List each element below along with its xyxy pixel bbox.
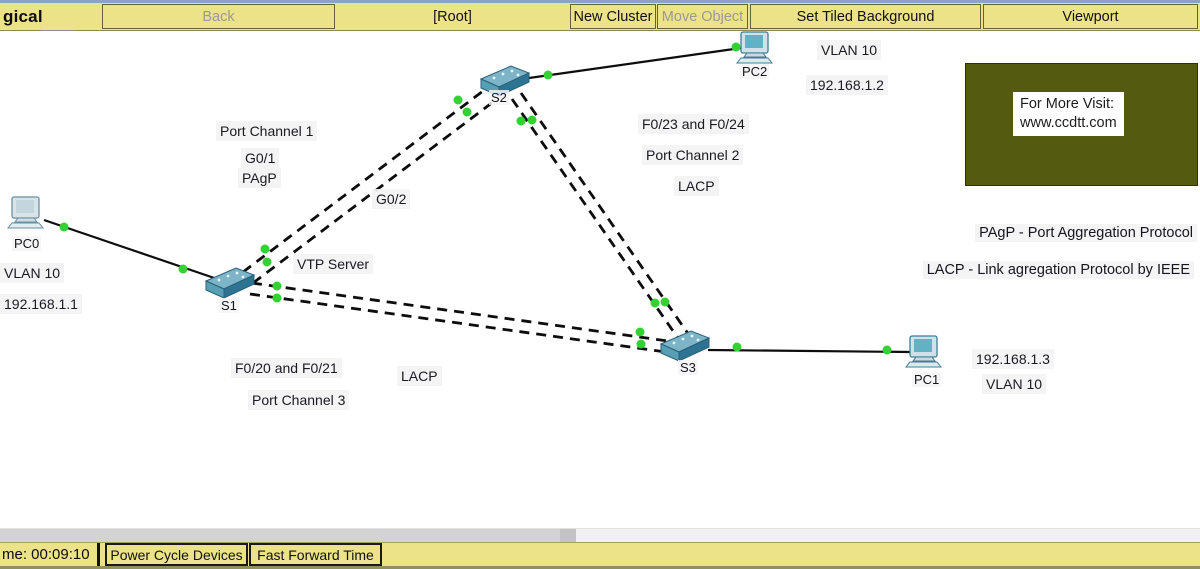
link-s2-pc2[interactable] (521, 42, 742, 81)
note-ip-pc1: 192.168.1.3 (972, 349, 1054, 369)
switch-s3-icon[interactable] (659, 330, 711, 362)
legend-pagp: PAgP - Port Aggregation Protocol (975, 224, 1197, 242)
note-vtp-server: VTP Server (293, 254, 374, 274)
note-f0-20-21: F0/20 and F0/21 (231, 358, 342, 378)
info-box-line1: For More Visit: (1020, 96, 1115, 112)
back-button[interactable]: Back (102, 4, 335, 29)
link-s1-s2-etherchannel[interactable] (242, 86, 498, 285)
statusbar-divider (97, 543, 100, 567)
pc0-label: PC0 (12, 236, 42, 251)
s3-label: S3 (678, 360, 698, 375)
s1-label: S1 (219, 298, 239, 313)
fast-forward-time-button[interactable]: Fast Forward Time (249, 543, 382, 566)
status-bar: me: 00:09:10 Power Cycle Devices Fast Fo… (0, 542, 1200, 567)
s2-label: S2 (489, 90, 509, 105)
logical-tab-label[interactable]: gical (3, 7, 43, 26)
note-lacp-lower: LACP (397, 366, 442, 386)
note-vlan10-pc2: VLAN 10 (817, 40, 882, 60)
note-f0-23-24: F0/23 and F0/24 (638, 114, 749, 134)
note-g0-2: G0/2 (372, 189, 411, 209)
note-vlan10-pc0: VLAN 10 (0, 263, 65, 283)
note-port-channel-2: Port Channel 2 (642, 145, 744, 165)
note-ip-pc2: 192.168.1.2 (806, 75, 888, 95)
note-port-channel-1: Port Channel 1 (216, 121, 318, 141)
switch-s1-icon[interactable] (204, 267, 256, 299)
horizontal-scrollbar[interactable] (0, 528, 1200, 543)
viewport-button[interactable]: Viewport (983, 4, 1198, 29)
scrollbar-thumb-cap (560, 529, 576, 543)
set-tiled-background-button[interactable]: Set Tiled Background (750, 4, 981, 29)
root-breadcrumb: [Root] (433, 8, 472, 25)
new-cluster-button[interactable]: New Cluster (570, 4, 656, 29)
note-lacp-upper: LACP (674, 176, 719, 196)
top-toolbar: gical Back [Root] New Cluster Move Objec… (0, 3, 1200, 31)
note-ip-pc0: 192.168.1.1 (0, 294, 82, 314)
link-s2-s3-etherchannel[interactable] (510, 92, 691, 342)
note-pagp: PAgP (238, 168, 281, 188)
scrollbar-thumb[interactable] (0, 529, 560, 543)
info-box-line2: www.ccdtt.com (1020, 115, 1117, 131)
info-box-label: For More Visit: www.ccdtt.com (1013, 92, 1124, 136)
pc0-icon[interactable] (6, 196, 45, 229)
link-s1-s3-etherchannel[interactable] (249, 281, 669, 354)
pc1-icon[interactable] (904, 335, 943, 368)
window-top-strip (0, 0, 1200, 3)
note-g0-1: G0/1 (241, 148, 280, 168)
pc2-icon[interactable] (735, 31, 774, 64)
simulation-time: me: 00:09:10 (2, 546, 90, 563)
power-cycle-devices-button[interactable]: Power Cycle Devices (105, 543, 248, 566)
window-bottom-edge (0, 566, 1200, 569)
link-pc0-s1[interactable] (43, 218, 227, 284)
legend-lacp: LACP - Link agregation Protocol by IEEE (922, 261, 1194, 279)
pc1-label: PC1 (912, 372, 942, 387)
link-s3-pc1[interactable] (707, 342, 912, 355)
pc2-label: PC2 (740, 64, 770, 79)
move-object-button[interactable]: Move Object (657, 4, 748, 29)
background-info-box: For More Visit: www.ccdtt.com (965, 63, 1198, 186)
note-vlan10-pc1: VLAN 10 (982, 374, 1047, 394)
note-port-channel-3: Port Channel 3 (248, 390, 350, 410)
